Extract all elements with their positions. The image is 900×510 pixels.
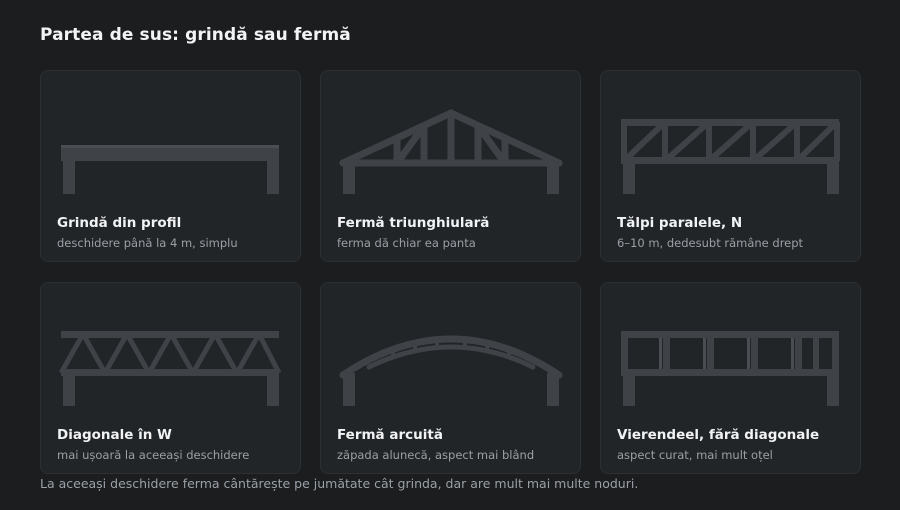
card-subtitle: 6–10 m, dedesubt rămâne drept: [617, 236, 804, 250]
option-card-arched-truss[interactable]: Fermă arcuită zăpada alunecă, aspect mai…: [320, 282, 581, 474]
card-subtitle: mai ușoară la aceeași deschidere: [57, 448, 250, 462]
arched-truss-icon: [339, 335, 563, 406]
card-subtitle: aspect curat, mai mult oțel: [617, 448, 773, 462]
solid-beam-icon: [61, 145, 279, 194]
card-subtitle: deschidere până la 4 m, simplu: [57, 236, 238, 250]
page-title: Partea de sus: grindă sau fermă: [40, 25, 351, 45]
card-subtitle: zăpada alunecă, aspect mai blând: [337, 448, 535, 462]
option-card-triangular-truss[interactable]: Fermă triunghiulară ferma dă chiar ea pa…: [320, 70, 581, 262]
card-title: Vierendeel, fără diagonale: [617, 427, 820, 443]
card-subtitle: ferma dă chiar ea panta: [337, 236, 476, 250]
option-card-solid-beam[interactable]: Grindă din profil deschidere până la 4 m…: [40, 70, 301, 262]
warren-truss-icon: [58, 331, 282, 406]
card-title: Fermă arcuită: [337, 427, 443, 443]
card-title: Grindă din profil: [57, 215, 182, 231]
card-title: Tălpi paralele, N: [617, 215, 743, 231]
footnote: La aceeași deschidere ferma cântărește p…: [40, 476, 639, 491]
vierendeel-truss-icon: [621, 331, 839, 406]
structure-options-grid: Grindă din profil deschidere până la 4 m…: [40, 70, 861, 474]
card-title: Fermă triunghiulară: [337, 215, 490, 231]
option-card-warren-truss[interactable]: Diagonale în W mai ușoară la aceeași des…: [40, 282, 301, 474]
triangular-truss-icon: [339, 109, 563, 194]
option-card-pratt-truss[interactable]: Tălpi paralele, N 6–10 m, dedesubt rămân…: [600, 70, 861, 262]
card-title: Diagonale în W: [57, 427, 172, 443]
pratt-truss-icon: [621, 119, 840, 194]
option-card-vierendeel-truss[interactable]: Vierendeel, fără diagonale aspect curat,…: [600, 282, 861, 474]
